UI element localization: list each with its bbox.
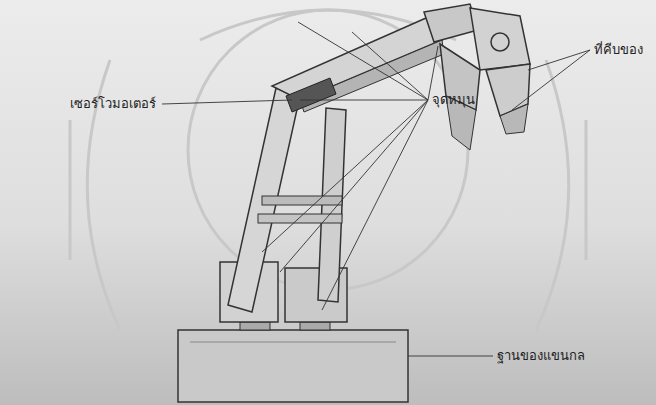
robot-base [178, 330, 408, 402]
servo-motor [286, 78, 336, 112]
part-label: ที่คีบของ [594, 42, 643, 58]
part-label: จุดหมุน [432, 92, 475, 108]
upper-arm-side [300, 40, 444, 112]
foot [240, 322, 270, 330]
gripper-body [470, 8, 530, 70]
foot [300, 322, 330, 330]
cross-bar [258, 214, 342, 223]
leader-lines [162, 22, 590, 356]
base-detail [190, 342, 396, 343]
part-label: ฐานของแขนกล [497, 348, 585, 364]
gripper-pivot [491, 33, 509, 51]
part-label: เซอร์โวมอเตอร์ [70, 96, 156, 112]
cross-bar [262, 196, 342, 205]
